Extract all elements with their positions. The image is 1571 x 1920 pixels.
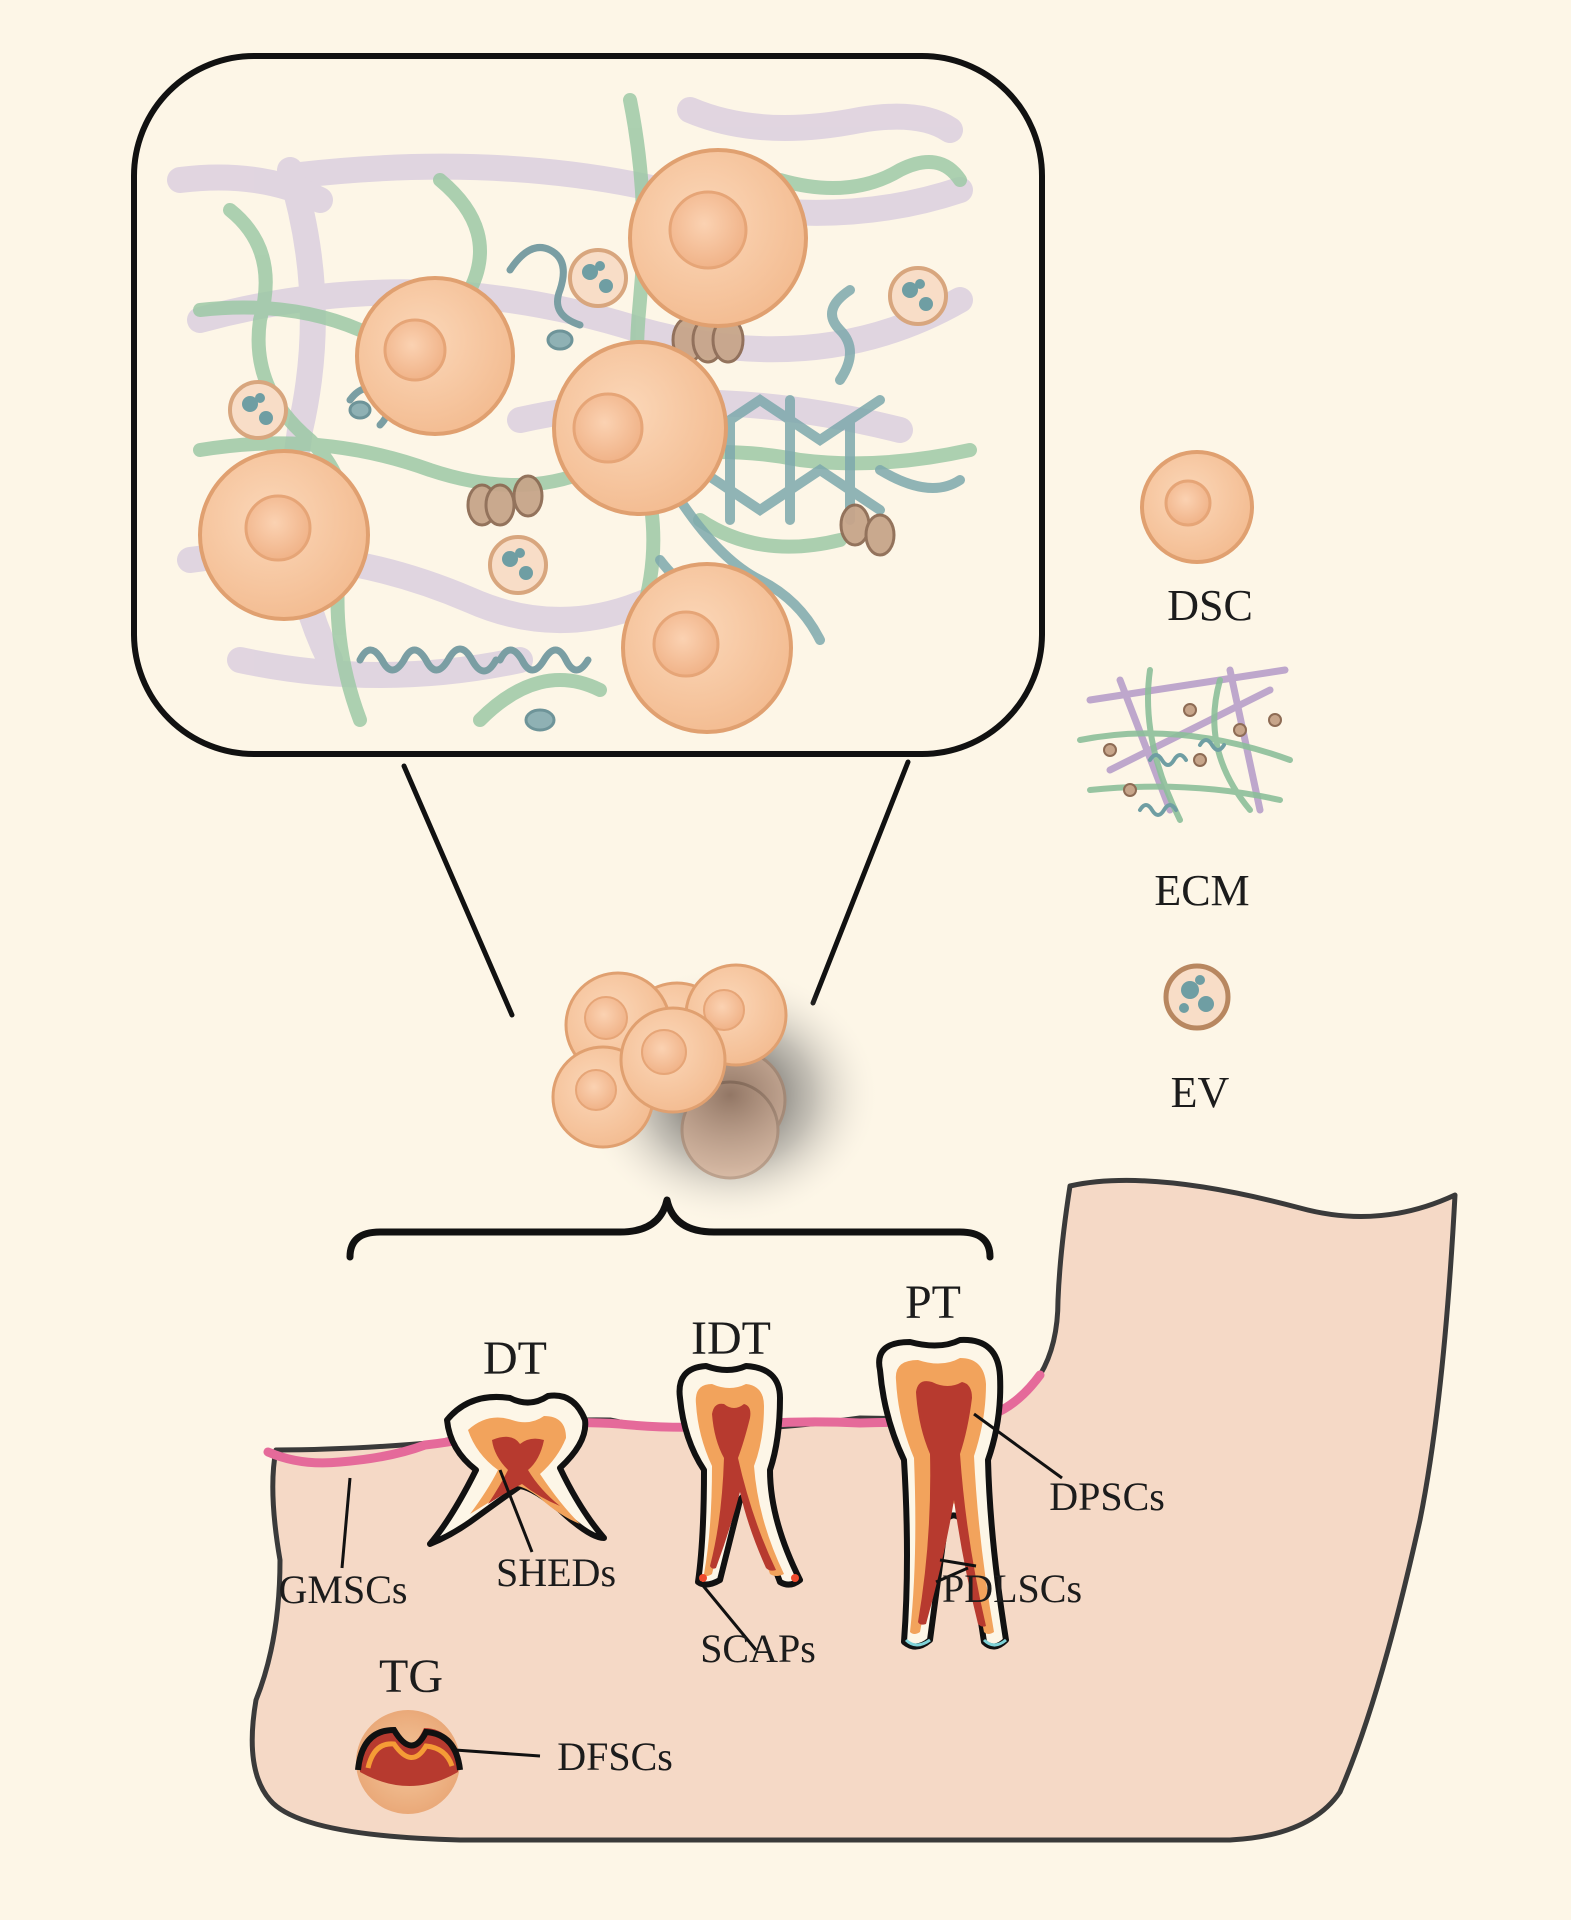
legend-ecm-symbol (1077, 666, 1293, 823)
ev-particle (568, 248, 628, 308)
spheroid-cell (619, 1006, 727, 1114)
label-gmscs: GMSCs (279, 1567, 408, 1612)
legend-dsc-symbol (1140, 450, 1254, 564)
label-pdlscs: PDLSCs (942, 1566, 1082, 1611)
label-idt: IDT (691, 1312, 771, 1365)
tooth-germ (355, 1710, 463, 1814)
legend-ev-label: EV (1171, 1068, 1230, 1117)
stem-cell-spheroid (551, 963, 880, 1225)
immature-tooth (676, 1363, 803, 1588)
ev-particle (888, 266, 948, 326)
ev-particle (228, 380, 288, 440)
ev-particle (488, 535, 548, 595)
label-sheds: SHEDs (496, 1550, 616, 1595)
label-scaps: SCAPs (700, 1626, 816, 1671)
magnified-niche (131, 53, 1045, 757)
label-pt: PT (905, 1276, 961, 1329)
label-tg: TG (379, 1650, 443, 1703)
label-dfscs: DFSCs (557, 1734, 673, 1779)
magnified-box-outline (131, 53, 1045, 757)
leader-lines (340, 1412, 1063, 1758)
deciduous-tooth (427, 1392, 607, 1547)
stem-cell (552, 340, 728, 516)
legend-dsc-label: DSC (1167, 581, 1253, 630)
stem-cell (198, 449, 370, 621)
legend-ecm-label: ECM (1154, 866, 1249, 915)
legend-ev-symbol (1163, 963, 1231, 1031)
label-dpscs: DPSCs (1049, 1474, 1165, 1519)
stem-cell (355, 276, 515, 436)
stem-cell (621, 562, 793, 734)
stem-cells (198, 148, 808, 734)
legend: DSC ECM EV (1077, 450, 1293, 1117)
labels: DT IDT PT TG GMSCs SHEDs SCAPs DPSCs PDL… (279, 1276, 1165, 1779)
grouping-brace (346, 1196, 994, 1261)
label-dt: DT (483, 1332, 547, 1385)
ev-particles (228, 248, 948, 595)
zoom-lines (401, 759, 911, 1018)
stem-cell (628, 148, 808, 328)
